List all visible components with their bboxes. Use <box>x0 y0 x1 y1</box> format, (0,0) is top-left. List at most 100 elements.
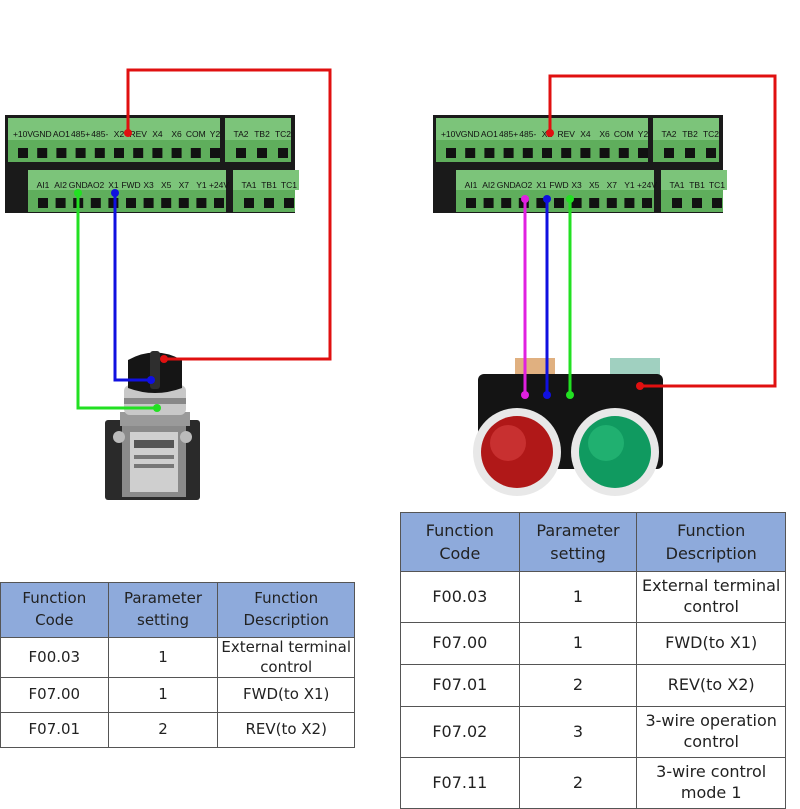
screw-hole <box>284 198 294 208</box>
screw-hole <box>503 148 514 158</box>
terminal-label: AO1 <box>481 129 498 139</box>
terminal-label: REV <box>129 129 147 139</box>
table-cell: 3 <box>518 706 638 758</box>
table-cell: 2 <box>518 757 638 809</box>
right-red-wire-x2-end-dot <box>636 382 644 390</box>
terminal-label: GND <box>497 180 516 190</box>
screw-hole <box>178 198 189 208</box>
terminal-label: TC1 <box>709 180 725 190</box>
terminal-label: +24V <box>209 180 229 190</box>
column-header: Function Description <box>217 582 355 638</box>
table-cell: F07.02 <box>400 706 520 758</box>
terminal-label: COM <box>186 129 206 139</box>
right-green-wire-x3-end-dot <box>566 195 574 203</box>
right-red-wire-x2-end-dot <box>546 129 554 137</box>
table-cell: 2 <box>518 664 638 707</box>
terminal-label: TA2 <box>234 129 249 139</box>
screw-hole <box>446 148 456 158</box>
right-green-wire-x3-end-dot <box>566 391 574 399</box>
screw-hole <box>465 148 476 158</box>
screw-hole <box>554 198 564 208</box>
table-cell: F00.03 <box>0 637 109 678</box>
screw-hole <box>214 198 224 208</box>
table-cell: FWD(to X1) <box>636 622 786 665</box>
screw-hole <box>466 198 476 208</box>
column-header: Parameter setting <box>107 582 219 638</box>
terminal-label: AI1 <box>37 180 50 190</box>
terminal-label: COM <box>614 129 634 139</box>
screw-hole <box>642 198 652 208</box>
screw-hole <box>196 198 207 208</box>
screw-hole <box>706 148 716 158</box>
wires <box>74 68 777 412</box>
screw-hole <box>90 198 101 208</box>
table-cell: 1 <box>518 622 638 665</box>
screw-hole <box>152 148 163 158</box>
terminal-label: X7 <box>179 180 190 190</box>
screw-hole <box>672 198 682 208</box>
screw-hole <box>56 148 67 158</box>
terminal-label: GND <box>69 180 88 190</box>
table-cell: External terminal control <box>636 571 786 623</box>
screw-hole <box>94 148 105 158</box>
terminal-label: X5 <box>589 180 600 190</box>
terminal-label: GND <box>461 129 480 139</box>
table-cell: F07.01 <box>400 664 520 707</box>
terminal-label: 485- <box>91 129 108 139</box>
table-cell: REV(to X2) <box>217 712 355 748</box>
terminal-label: X6 <box>171 129 182 139</box>
screw-hole <box>536 198 547 208</box>
terminal-label: TC2 <box>275 129 291 139</box>
terminal-label: TA2 <box>662 129 677 139</box>
screw-hole <box>75 148 86 158</box>
terminal-label: 485+ <box>499 129 518 139</box>
screw-hole <box>244 198 254 208</box>
terminal-label: TC2 <box>703 129 719 139</box>
screw-hole <box>692 198 702 208</box>
right-bottom-screw-holes <box>466 198 722 208</box>
terminal-label: X6 <box>599 129 610 139</box>
terminal-label: X3 <box>143 180 154 190</box>
terminal-label: TA1 <box>242 180 257 190</box>
terminal-label: Y1 <box>624 180 635 190</box>
screw-hole <box>571 198 582 208</box>
screw-hole <box>664 148 674 158</box>
left-blue-wire-x1-end-dot <box>111 189 119 197</box>
terminal-label: +10V <box>13 129 33 139</box>
right-red-wire-x2 <box>548 74 777 388</box>
terminal-label: X2 <box>114 129 125 139</box>
table-cell: 1 <box>107 637 219 678</box>
table-cell: F07.00 <box>400 622 520 665</box>
table-cell: F07.11 <box>400 757 520 809</box>
terminal-label: FWD <box>549 180 568 190</box>
screw-hole <box>522 148 533 158</box>
terminal-label: Y1 <box>196 180 207 190</box>
right-top-screw-holes <box>446 148 716 158</box>
terminal-label: Y2 <box>210 129 221 139</box>
screw-hole <box>618 148 629 158</box>
right-blue-wire-x1-end-dot <box>543 391 551 399</box>
screw-hole <box>685 148 695 158</box>
screw-hole <box>18 148 28 158</box>
left-red-wire-x2-end-dot <box>124 129 132 137</box>
screw-hole <box>606 198 617 208</box>
table-cell: 2 <box>107 712 219 748</box>
terminal-label: TB2 <box>254 129 270 139</box>
screw-hole <box>55 198 66 208</box>
screw-hole <box>38 198 48 208</box>
terminal-label: TC1 <box>281 180 297 190</box>
left-top-screw-holes <box>18 148 288 158</box>
screw-hole <box>37 148 48 158</box>
terminal-label: AI2 <box>482 180 495 190</box>
terminal-label: GND <box>33 129 52 139</box>
